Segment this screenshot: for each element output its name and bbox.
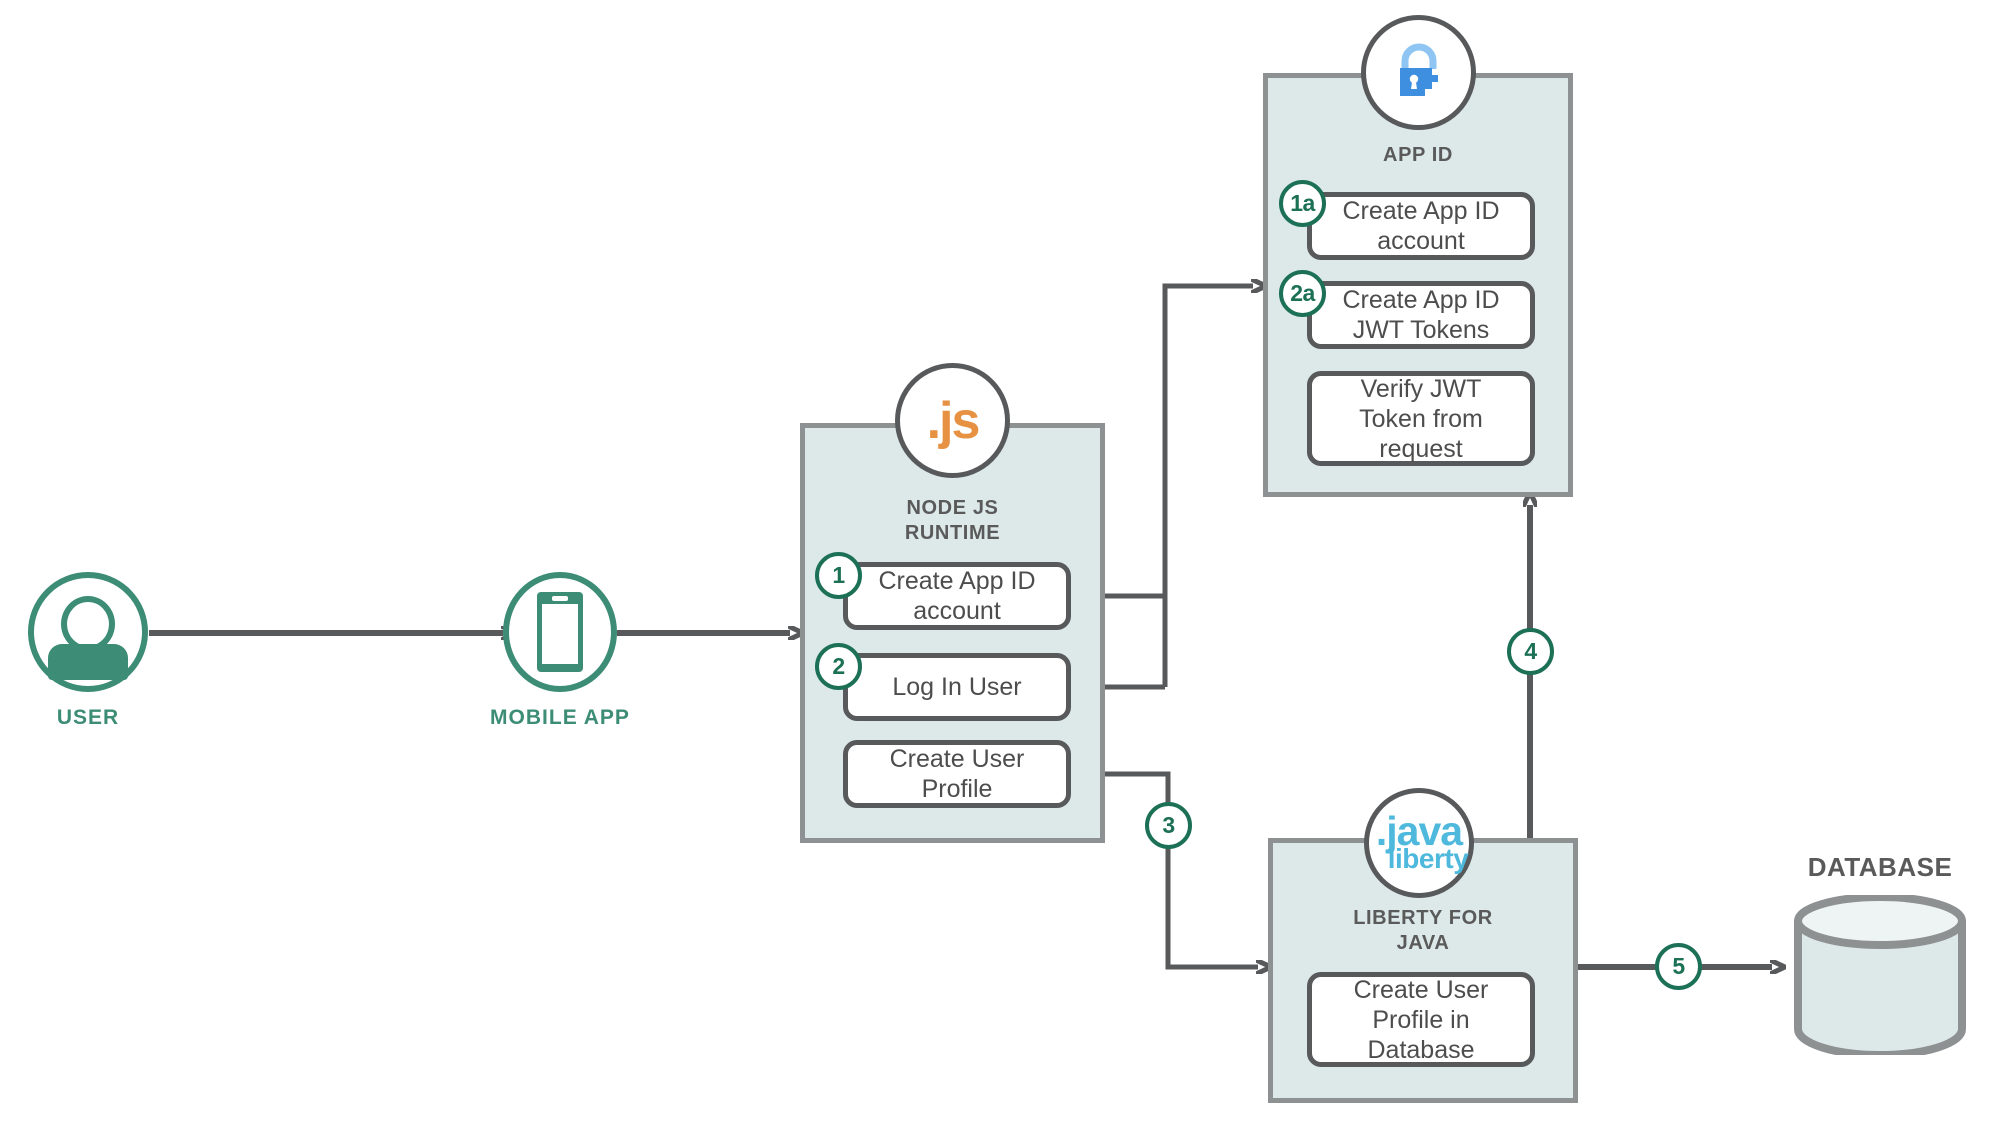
action-appid-create-app-id-account[interactable]: Create App ID account: [1307, 192, 1535, 260]
node-user-label: USER: [56, 706, 120, 729]
user-icon: [28, 572, 148, 692]
service-liberty-for-java-title: LIBERTY FOR JAVA: [1268, 906, 1578, 956]
node-database-label: DATABASE: [1807, 852, 1953, 882]
step-badge-2: 2: [815, 643, 862, 690]
nodejs-js-logo-icon: .js: [895, 363, 1010, 478]
action-appid-create-jwt-tokens[interactable]: Create App ID JWT Tokens: [1307, 281, 1535, 349]
mobile-phone-icon: [503, 572, 617, 692]
database-cylinder-icon: [1794, 893, 1966, 1059]
padlock-glyph: [1399, 43, 1438, 96]
java-logo-line-1: .java: [1375, 807, 1463, 854]
java-liberty-logo-text: .java liberty: [1370, 807, 1469, 875]
service-app-id-title: APP ID: [1263, 143, 1573, 168]
step-badge-1: 1: [815, 552, 862, 599]
nodejs-title-line-1: NODE JS: [906, 497, 999, 519]
step-badge-1a: 1a: [1279, 180, 1326, 227]
step-badge-2a: 2a: [1279, 270, 1326, 317]
wire-rail-to-appid: [1162, 286, 1253, 687]
node-database[interactable]: [1792, 893, 1968, 1059]
java-liberty-logo-icon: .java liberty: [1364, 788, 1474, 898]
action-nodejs-log-in-user[interactable]: Log In User: [843, 653, 1071, 721]
step-badge-5: 5: [1655, 943, 1702, 990]
liberty-title-line-1: LIBERTY FOR: [1353, 907, 1493, 929]
appid-title-line-1: APP ID: [1383, 144, 1453, 166]
js-logo-text: .js: [926, 391, 981, 450]
action-appid-verify-jwt-token[interactable]: Verify JWT Token from request: [1307, 371, 1535, 466]
app-id-padlock-icon: [1361, 15, 1476, 130]
action-liberty-create-user-profile-in-database[interactable]: Create User Profile in Database: [1307, 972, 1535, 1067]
liberty-title-line-2: JAVA: [1396, 932, 1450, 954]
step-badge-4: 4: [1507, 628, 1554, 675]
action-nodejs-create-app-id-account[interactable]: Create App ID account: [843, 562, 1071, 630]
action-nodejs-create-user-profile[interactable]: Create User Profile: [843, 740, 1071, 808]
node-mobile-app-label: MOBILE APP: [490, 706, 630, 729]
step-badge-3: 3: [1145, 802, 1192, 849]
service-node-js-runtime-title: NODE JS RUNTIME: [800, 496, 1105, 546]
nodejs-title-line-2: RUNTIME: [904, 522, 1001, 544]
java-logo-line-2: liberty: [1387, 843, 1469, 875]
